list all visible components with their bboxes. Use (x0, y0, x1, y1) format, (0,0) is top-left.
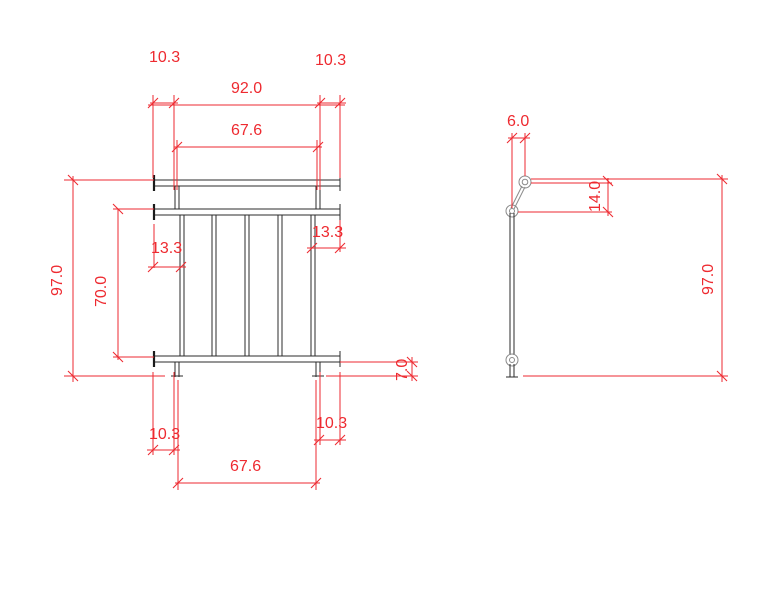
dim-side-overall-height: 97.0 (700, 264, 717, 295)
dim-overall-height: 97.0 (49, 265, 66, 296)
dim-side-top-offset: 6.0 (507, 113, 529, 130)
dim-bottom-right-offset: 10.3 (316, 415, 347, 432)
front-view: 10.3 10.3 92.0 67.6 13.3 13.3 97.0 70.0 … (49, 49, 418, 490)
dim-bar-offset-left: 13.3 (151, 240, 182, 257)
dim-top-right-offset: 10.3 (315, 52, 346, 69)
dim-overall-width: 92.0 (231, 80, 262, 97)
dim-bar-offset-right: 13.3 (312, 224, 343, 241)
front-dimensions (64, 95, 418, 490)
dim-panel-height: 70.0 (93, 276, 110, 307)
dim-post-spacing-top: 67.6 (231, 122, 262, 139)
dim-post-spacing-bottom: 67.6 (230, 458, 261, 475)
side-object (505, 175, 532, 378)
dim-bottom-gap: 7.0 (394, 359, 411, 381)
side-view: 6.0 14.0 97.0 (505, 113, 728, 382)
dim-bottom-left-offset: 10.3 (149, 426, 180, 443)
side-dimensions (506, 132, 728, 382)
railing-object (152, 175, 341, 377)
dim-side-rail-drop: 14.0 (587, 181, 604, 212)
dim-top-left-offset: 10.3 (149, 49, 180, 66)
vertical-bars (179, 215, 316, 356)
